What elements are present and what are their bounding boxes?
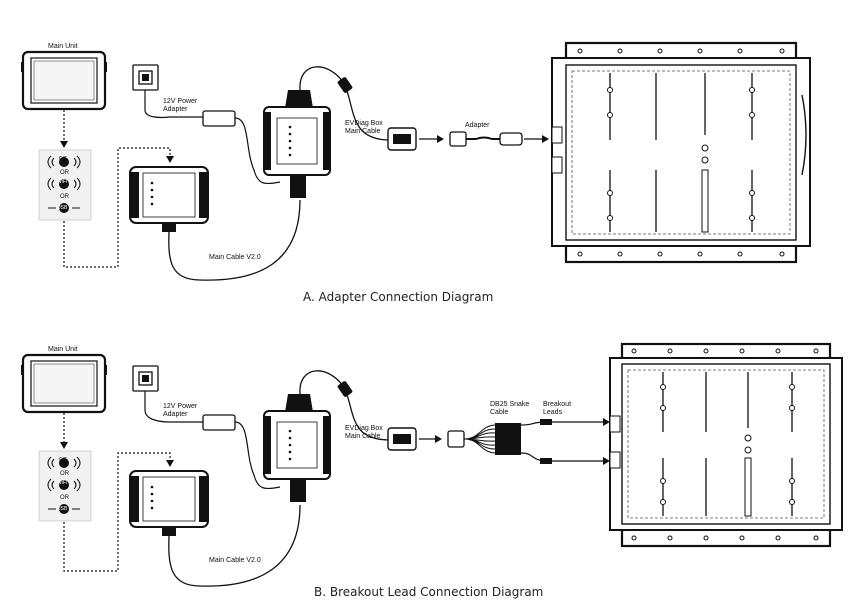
vci-box (129, 166, 209, 232)
adapter-cable (449, 131, 523, 147)
adapter-label: Adapter (465, 122, 490, 129)
link-usb-label: USB (57, 506, 68, 512)
main-unit-tablet (21, 353, 107, 414)
power-adapter-label: 12V Power Adapter (163, 403, 198, 418)
link-bt-label: BT (59, 458, 67, 464)
main-unit-label: Main Unit (48, 346, 78, 353)
link-usb-label: USB (57, 205, 68, 211)
battery-pack (551, 41, 811, 264)
link-options-panel (38, 450, 92, 522)
link-options-panel (38, 149, 92, 221)
link-or-label-2: OR (60, 495, 69, 501)
battery-pack (609, 342, 843, 548)
breakout-leads (520, 418, 610, 465)
evdiag-box-cable-label: EVDiag Box Main Cable (345, 120, 383, 135)
evdiag-box-cable-label: EVDiag Box Main Cable (345, 425, 383, 440)
power-adapter-label: 12V Power Adapter (163, 98, 198, 113)
link-or-label-2: OR (60, 194, 69, 200)
db25-snake-cable (447, 423, 521, 455)
wall-socket (132, 64, 159, 91)
wall-socket (132, 365, 159, 392)
evdiag-box (263, 90, 331, 198)
link-or-label-1: OR (60, 170, 69, 176)
link-wifi-label: WiFi (57, 179, 67, 185)
link-or-label-1: OR (60, 471, 69, 477)
diagram-caption: A. Adapter Connection Diagram (303, 290, 494, 304)
link-wifi-label: WiFi (57, 480, 67, 486)
main-unit-tablet (21, 50, 107, 111)
adapter-connection-diagram: Main Unit BT OR WiFi OR USB 12V Power Ad… (21, 41, 811, 304)
evdiag-box (263, 394, 331, 502)
vci-box (129, 470, 209, 536)
diagram-drawing (21, 41, 811, 281)
main-unit-label: Main Unit (48, 43, 78, 50)
breakout-leads-label: Breakout Leads (543, 401, 572, 416)
breakout-lead-connection-diagram: Main Unit BT OR WiFi OR USB 12V Power Ad… (0, 300, 859, 612)
diagram-drawing (21, 342, 843, 587)
main-cable-label: Main Cable V2.0 (209, 254, 261, 261)
link-bt-label: BT (59, 157, 67, 163)
diagram-caption: B. Breakout Lead Connection Diagram (314, 585, 544, 599)
main-cable-label: Main Cable V2.0 (209, 557, 261, 564)
db25-snake-cable-label: DB25 Snake Cable (490, 401, 530, 416)
